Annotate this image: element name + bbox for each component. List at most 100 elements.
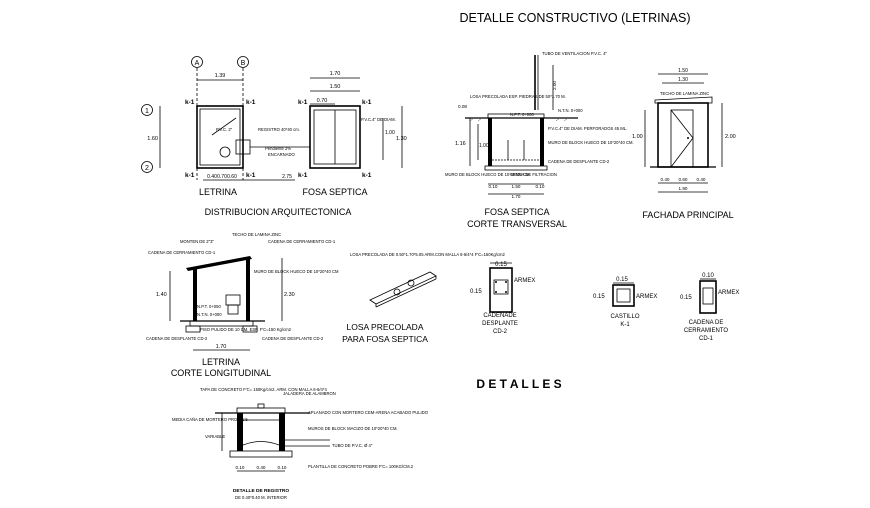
facade-caption: FACHADA PRINCIPAL — [642, 210, 733, 220]
section-dim-008: 0.08 — [458, 104, 467, 109]
plan-dim-150: 1.50 — [330, 84, 341, 90]
section-dim-200: 2.00 — [552, 81, 557, 90]
section-note-pvc: P.V.C.4" DE DIAM. PERFORADOS 45 ML. — [548, 126, 627, 131]
k1-label: k-1 — [185, 172, 195, 179]
reg-dim-040: 0.40 — [257, 465, 266, 470]
cd1-section — [699, 280, 717, 314]
cd1-caption-3: CD-1 — [699, 336, 714, 342]
k1-label: k-1 — [185, 99, 195, 106]
reg-note-muros: MUROS DE BLOCK MACIZO DE 10*20*40 CM. — [308, 426, 398, 431]
section-note-cadena: CADENA DE DESPLANTE CD-2 — [548, 159, 610, 164]
section-note-arena: ARENA DE FILTRACION — [510, 172, 557, 177]
long-wall-left — [193, 269, 197, 321]
section-dim-150: 1.50 — [512, 184, 521, 189]
k1-detail-group: 0.15 0.15 ARMEX CASTILLO K-1 — [593, 277, 657, 328]
section-dim-010b: 0.10 — [536, 184, 545, 189]
sheet-title: DETALLE CONSTRUCTIVO (LETRINAS) — [459, 11, 690, 25]
detalles-heading: D E T A L L E S — [476, 377, 561, 391]
cd2-section — [489, 267, 513, 313]
reg-lid — [236, 407, 286, 414]
reg-dim-010a: 0.10 — [236, 465, 245, 470]
septic-wall-left — [488, 118, 492, 166]
slab-caption-1: LOSA PRECOLADA — [346, 322, 423, 332]
axis-label-2: 2 — [145, 165, 149, 172]
long-roof — [186, 256, 252, 271]
septic-slab — [487, 113, 545, 119]
k1-section — [612, 284, 635, 307]
plan-dim-100: 1.00 — [385, 130, 395, 136]
facade-dim-190: 1.90 — [679, 186, 688, 191]
k1-label: k-1 — [298, 172, 308, 179]
plan-dim-070: 0.70 — [317, 98, 328, 104]
cd2-caption-2: DESPLANTE — [482, 321, 518, 327]
latrine-section-group: TECHO DE LAMINA ZINC MONTEN DE 2"3" CADE… — [146, 232, 339, 378]
long-dim-230: 2.30 — [284, 292, 295, 298]
plan-dim-060: 0.60 — [227, 174, 237, 180]
septic-wall-right — [540, 118, 544, 166]
toilet-bowl — [225, 294, 241, 306]
reg-note-tubo: TUBO DE P.V.C. Ø 4" — [332, 443, 373, 448]
facade-group: 1.50 1.30 TECHO DE LAMINA ZINC 1.00 2.00… — [632, 68, 736, 220]
axis-bubble-a — [191, 56, 203, 68]
long-wall-right — [246, 258, 250, 321]
cd1-dim-h: 0.15 — [680, 295, 692, 301]
reg-wall-right — [279, 413, 285, 451]
long-note-cadena-cerr: CADENA DE CERRAMIENTO CD-1 — [148, 250, 216, 255]
plan-note-pendiente: Pendiente 2% — [265, 146, 291, 151]
long-caption-2: CORTE LONGITUDINAL — [171, 368, 271, 378]
plan-label-letrina: LETRINA — [199, 187, 237, 197]
section-note-ntn: N.T.N. 0+000 — [558, 108, 583, 113]
cd2-detail-group: 0.15 0.15 ARMEX CADENADE DESPLANTE CD-2 — [470, 262, 535, 335]
reg-note-plantilla: PLANTILLA DE CONCRETO POBRE F'C= 100KG/C… — [308, 464, 414, 469]
plan-dim-139: 1.39 — [215, 73, 226, 79]
plan-note-pvc4: P.V.C.4" DE DIAM. — [361, 117, 396, 122]
reg-note-jaladera: JALADERA DE ALAMBRON — [283, 391, 336, 396]
axis-label-b: B — [241, 60, 246, 67]
section-dim-100: 1.00 — [479, 143, 489, 149]
plan-dim-170: 1.70 — [330, 71, 341, 77]
k1-dim-w: 0.15 — [616, 277, 628, 283]
axis-label-1: 1 — [145, 108, 149, 115]
plan-dim-040: 0.40 — [207, 174, 217, 180]
long-note-techo: TECHO DE LAMINA ZINC — [232, 232, 281, 237]
letrina-door-swing — [211, 117, 237, 136]
facade-walls — [657, 102, 709, 168]
plan-dim-130: 1.30 — [396, 136, 407, 142]
long-note-piso: PISO PULIDO DE 10 CM. ESP. F'C=150 Kg/cm… — [200, 327, 292, 332]
plan-label-fosa: FOSA SEPTICA — [302, 187, 367, 197]
floor-plan-group: A B 1 2 1.39 1.70 1.50 0.70 REGISTRO 40*… — [141, 56, 407, 217]
plan-caption: DISTRIBUCION ARQUITECTONICA — [205, 207, 352, 217]
reg-wall-left — [237, 413, 243, 451]
slab-note: LOSA PRECOLADA DE 0.50*1.70*5.05 ARM.CON… — [350, 252, 505, 257]
cd2-dim-w: 0.15 — [495, 262, 507, 268]
plan-dim-070b: 0.70 — [217, 174, 227, 180]
k1-label: k-1 — [246, 172, 256, 179]
plan-note-fondo: ENCARNADO — [268, 152, 295, 157]
facade-dim-040: 0.40 — [661, 177, 670, 182]
reg-caption-2: DE 0.40*0.40 M. INTERIOR — [235, 495, 287, 500]
long-note-cadena-desp2: CADENA DE DESPLANTE CD-2 — [262, 336, 324, 341]
septic-section-group: TUBO DE VENTILACION P.V.C. 4" 2.00 LOSA … — [445, 51, 634, 229]
toilet-symbol — [219, 146, 231, 158]
long-caption-1: LETRINA — [202, 357, 240, 367]
plan-dim-160: 1.60 — [147, 136, 158, 142]
k1-label: k-1 — [362, 99, 372, 106]
long-dim-170: 1.70 — [216, 344, 227, 350]
reg-dim-010b: 0.10 — [278, 465, 287, 470]
cd1-armex: ARMEX — [718, 290, 739, 296]
k1-dim-h: 0.15 — [593, 294, 605, 300]
axis-label-a: A — [195, 60, 200, 67]
plan-dim-275: 2.75 — [282, 174, 292, 180]
cd1-caption-1: CADENA DE — [689, 320, 724, 326]
facade-dim-150: 1.50 — [678, 68, 688, 74]
letrina-plan-walls — [196, 105, 244, 169]
k1-label: k-1 — [246, 99, 256, 106]
long-note-ntn: N.T.N. 0+000 — [197, 312, 222, 317]
cd2-dim-h: 0.15 — [470, 289, 482, 295]
long-note-muro: MURO DE BLOCK HUECO DE 10*20*40 CM — [254, 269, 339, 274]
section-note-muro2: MURO DE BLOCK HUECO DE 10*20*40 CM. — [445, 172, 531, 177]
reg-note-variable: VARIABLE — [205, 434, 225, 439]
reg-note-aplanado: APLANADO CON MORTERO CEM-ARENA ACABADO P… — [308, 410, 429, 415]
facade-dim-130: 1.30 — [678, 77, 688, 83]
